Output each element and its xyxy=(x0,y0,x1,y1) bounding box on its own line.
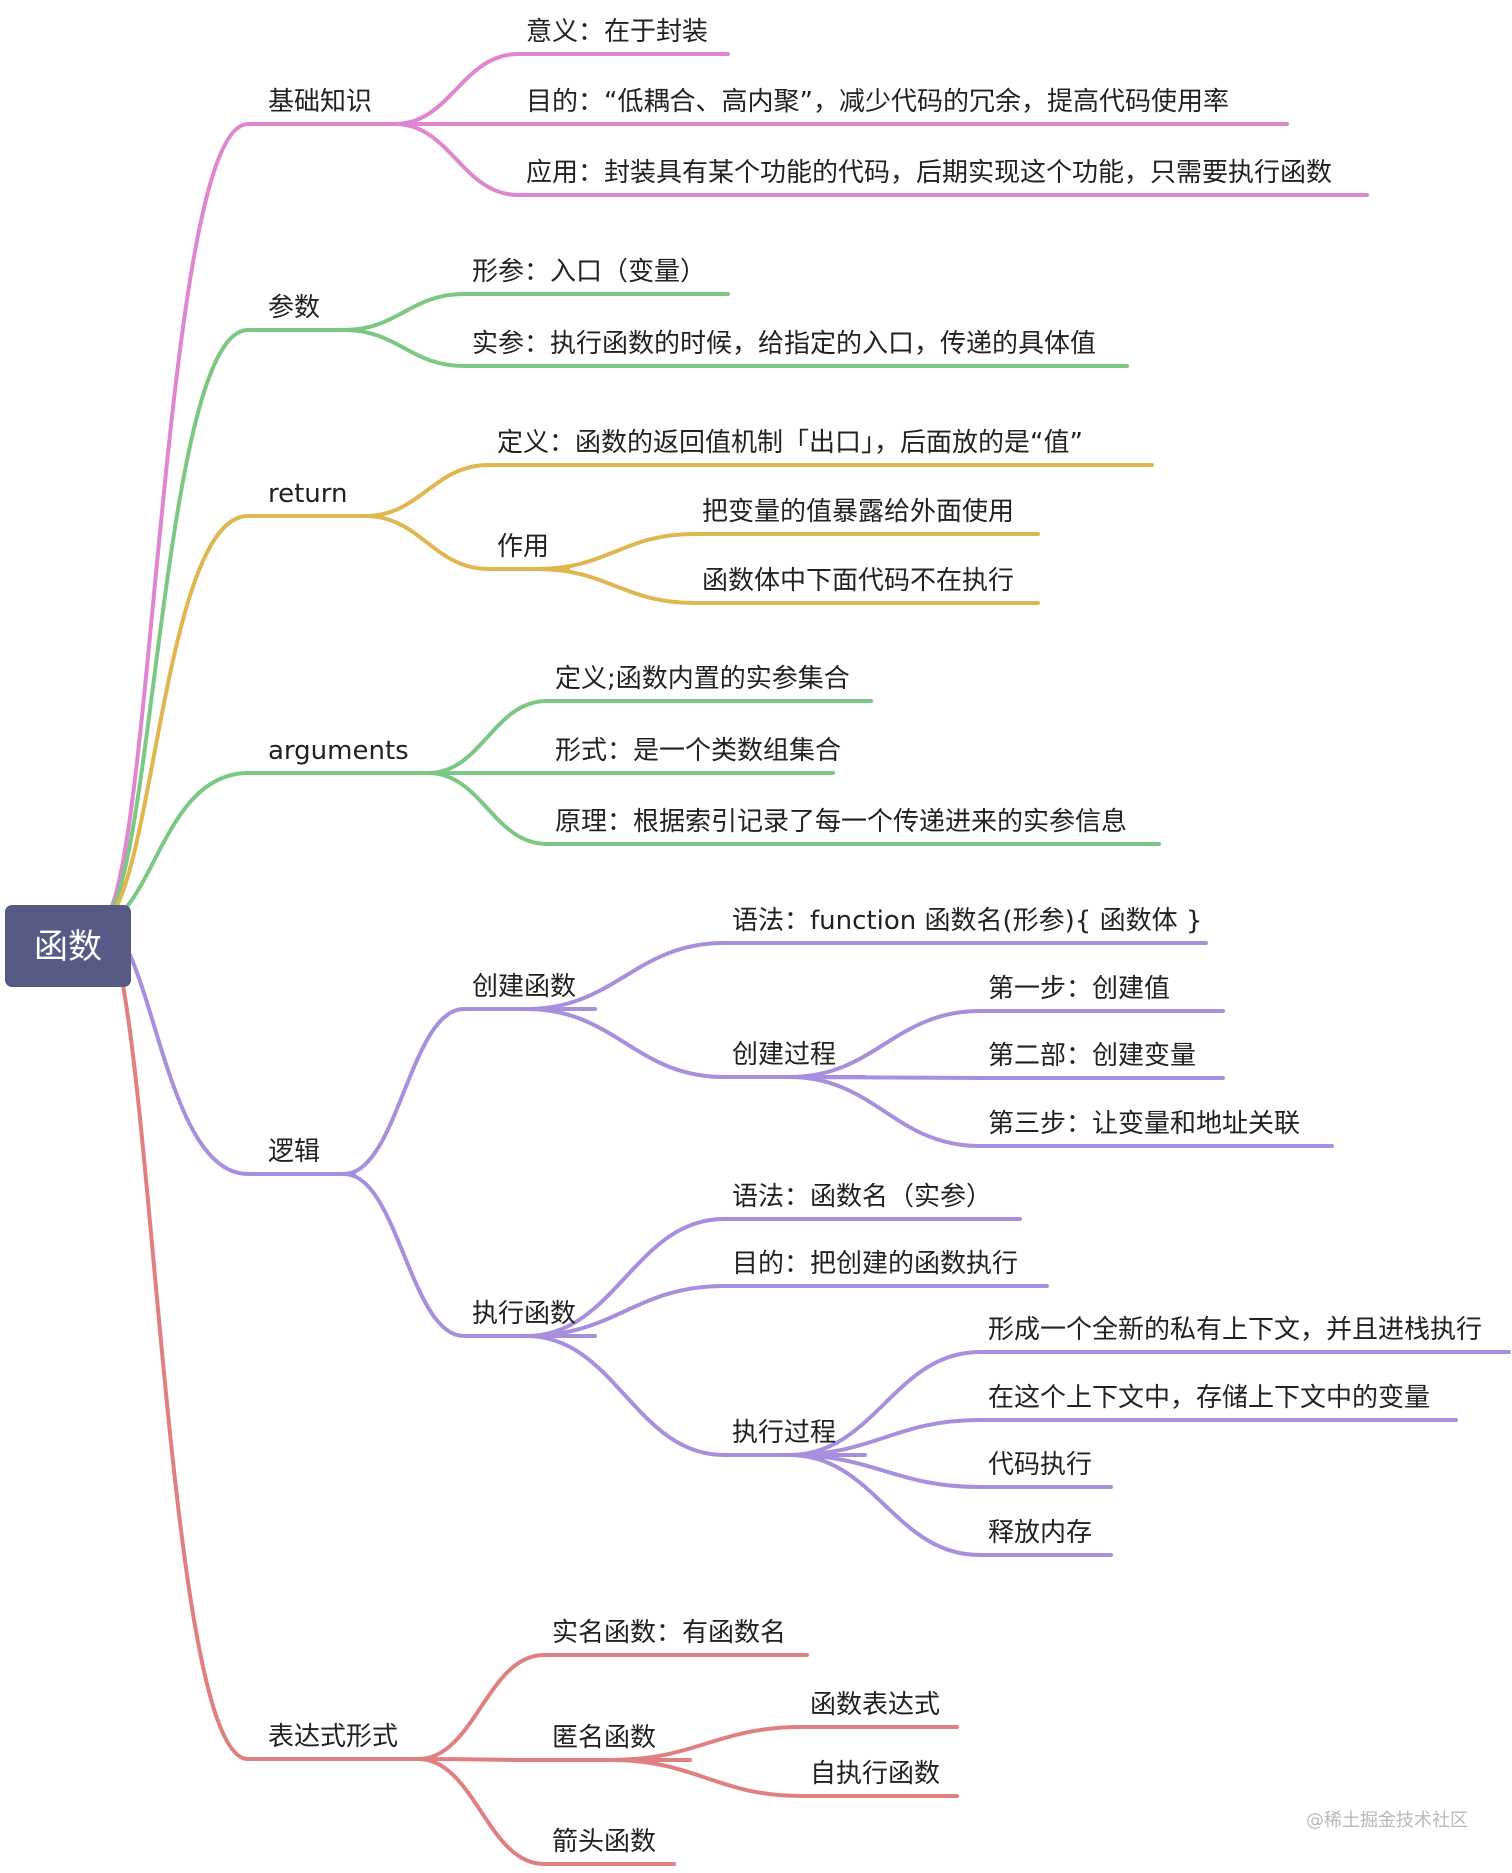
basics-label[interactable]: 基础知识 xyxy=(268,87,372,117)
logic-create-syntax-label[interactable]: 语法：function 函数名(形参){ 函数体 } xyxy=(732,906,1202,936)
expr-anon-expr-line xyxy=(608,1725,959,1762)
expr-named-line xyxy=(416,1653,809,1761)
basics-usage-label[interactable]: 应用：封装具有某个功能的代码，后期实现这个功能，只需要执行函数 xyxy=(526,158,1332,188)
arguments-def-line xyxy=(426,699,873,775)
return-use-expose-label[interactable]: 把变量的值暴露给外面使用 xyxy=(702,497,1014,527)
return-label[interactable]: return xyxy=(268,479,348,509)
expr-named-label[interactable]: 实名函数：有函数名 xyxy=(552,1618,786,1648)
logic-label[interactable]: 逻辑 xyxy=(268,1137,320,1167)
root-node[interactable]: 函数 xyxy=(5,905,131,987)
params-actual-line xyxy=(342,328,1129,368)
watermark: @稀土掘金技术社区 xyxy=(1306,1810,1468,1831)
logic-exec-store-line xyxy=(787,1418,1458,1457)
root-label: 函数 xyxy=(34,927,102,967)
expr-anon-line xyxy=(416,1757,692,1762)
logic-create-step1-label[interactable]: 第一步：创建值 xyxy=(988,974,1170,1004)
logic-create-step3-label[interactable]: 第三步：让变量和地址关联 xyxy=(988,1109,1300,1139)
logic-exec-store-label[interactable]: 在这个上下文中，存储上下文中的变量 xyxy=(988,1383,1430,1413)
arguments-def-label[interactable]: 定义;函数内置的实参集合 xyxy=(555,664,850,694)
logic-exec-goal-label[interactable]: 目的：把创建的函数执行 xyxy=(732,1249,1018,1279)
return-use-expose-line xyxy=(534,532,1040,571)
expr-branch xyxy=(101,920,430,1761)
expr-arrow-line xyxy=(416,1757,676,1866)
basics-usage-line xyxy=(393,122,1369,197)
logic-exec-run-label[interactable]: 代码执行 xyxy=(988,1450,1092,1480)
logic-exec-free-line xyxy=(787,1453,1113,1557)
topic-nodes: 基础知识 意义：在于封装目的：“低耦合、高内聚”，减少代码的冗余，提高代码使用率应… xyxy=(268,17,1482,1857)
arguments-principle-line xyxy=(426,771,1161,846)
arguments-form-label[interactable]: 形式：是一个类数组集合 xyxy=(555,736,841,766)
logic-exec-syntax-label[interactable]: 语法：函数名（实参） xyxy=(732,1182,992,1212)
logic-exec-label[interactable]: 执行函数 xyxy=(472,1299,576,1329)
logic-exec-goal-line xyxy=(524,1284,1049,1338)
params-actual-label[interactable]: 实参：执行函数的时候，给指定的入口，传递的具体值 xyxy=(472,329,1096,359)
logic-create-step2-label[interactable]: 第二部：创建变量 xyxy=(988,1041,1196,1071)
logic-create-process-line xyxy=(524,1007,867,1079)
logic-exec-process-label[interactable]: 执行过程 xyxy=(732,1418,836,1448)
expr-anon-expr-label[interactable]: 函数表达式 xyxy=(810,1690,940,1720)
basics-branch xyxy=(101,122,407,924)
params-formal-line xyxy=(342,292,730,332)
basics-goal-label[interactable]: 目的：“低耦合、高内聚”，减少代码的冗余，提高代码使用率 xyxy=(526,87,1229,117)
expr-anon-iife-line xyxy=(608,1758,959,1798)
expr-arrow-label[interactable]: 箭头函数 xyxy=(552,1827,656,1857)
logic-create-label[interactable]: 创建函数 xyxy=(472,972,576,1002)
logic-create-step2-line xyxy=(787,1075,1225,1080)
expr-anon-label[interactable]: 匿名函数 xyxy=(552,1723,656,1753)
logic-exec-line xyxy=(342,1172,597,1338)
basics-meaning-label[interactable]: 意义：在于封装 xyxy=(526,17,708,47)
params-branch xyxy=(101,328,356,924)
expr-anon-iife-label[interactable]: 自执行函数 xyxy=(810,1759,940,1789)
expr-label[interactable]: 表达式形式 xyxy=(268,1722,398,1752)
logic-exec-syntax-line xyxy=(524,1217,1022,1338)
logic-exec-process-line xyxy=(524,1334,867,1457)
basics-meaning-line xyxy=(393,52,730,126)
arguments-principle-label[interactable]: 原理：根据索引记录了每一个传递进来的实参信息 xyxy=(555,807,1127,837)
return-branch xyxy=(101,514,377,924)
params-label[interactable]: 参数 xyxy=(268,293,320,323)
arguments-branch xyxy=(101,771,440,924)
return-use-label[interactable]: 作用 xyxy=(497,532,549,562)
logic-exec-ctx-label[interactable]: 形成一个全新的私有上下文，并且进栈执行 xyxy=(988,1315,1482,1345)
logic-create-step1-line xyxy=(787,1009,1225,1079)
logic-create-process-label[interactable]: 创建过程 xyxy=(732,1040,836,1070)
logic-create-syntax-line xyxy=(524,941,1208,1011)
return-def-label[interactable]: 定义：函数的返回值机制「出口」，后面放的是“值” xyxy=(497,428,1083,458)
return-use-line xyxy=(363,514,570,571)
connector-lines xyxy=(101,52,1511,1866)
logic-exec-ctx-line xyxy=(787,1350,1511,1457)
return-def-line xyxy=(363,463,1154,518)
params-formal-label[interactable]: 形参：入口（变量） xyxy=(472,257,706,287)
return-use-stop-line xyxy=(534,567,1040,605)
logic-create-step3-line xyxy=(787,1075,1334,1148)
logic-exec-run-line xyxy=(787,1453,1113,1489)
logic-create-line xyxy=(342,1007,597,1176)
logic-exec-free-label[interactable]: 释放内存 xyxy=(988,1518,1092,1548)
arguments-label[interactable]: arguments xyxy=(268,736,409,766)
root-box xyxy=(5,905,131,987)
return-use-stop-label[interactable]: 函数体中下面代码不在执行 xyxy=(702,566,1014,596)
